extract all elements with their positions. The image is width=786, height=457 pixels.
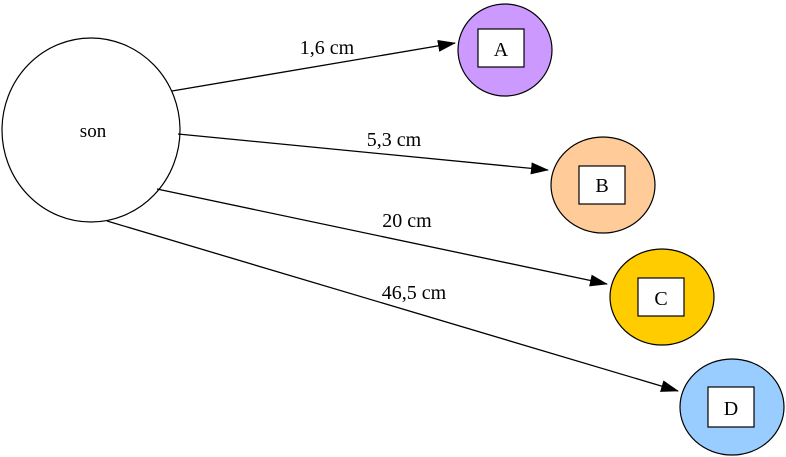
target-label-a: A <box>494 39 509 61</box>
target-node-d: D <box>679 358 785 456</box>
target-label-c: C <box>654 288 667 310</box>
target-node-b: B <box>550 136 656 234</box>
arrow-a <box>171 39 456 92</box>
target-node-a: A <box>457 3 553 97</box>
distance-label-d: 46,5 cm <box>382 282 447 304</box>
target-label-b: B <box>595 175 608 197</box>
arrow-b <box>177 133 549 175</box>
distance-label-a: 1,6 cm <box>300 37 355 59</box>
target-label-d: D <box>724 398 738 420</box>
source-node: son <box>1 37 181 223</box>
source-label: son <box>80 121 107 142</box>
target-box-a <box>477 28 525 68</box>
arrows <box>106 39 679 392</box>
distance-labels: 1,6 cm 5,3 cm 20 cm 46,5 cm <box>300 37 447 304</box>
target-box-b <box>578 165 626 205</box>
target-node-c: C <box>609 248 715 346</box>
target-box-d <box>707 386 755 428</box>
distance-label-c: 20 cm <box>382 210 432 232</box>
arrow-d <box>106 220 679 392</box>
source-circle <box>1 37 181 223</box>
arrow-c <box>156 188 608 287</box>
target-box-c <box>637 277 685 317</box>
distance-label-b: 5,3 cm <box>367 129 422 151</box>
